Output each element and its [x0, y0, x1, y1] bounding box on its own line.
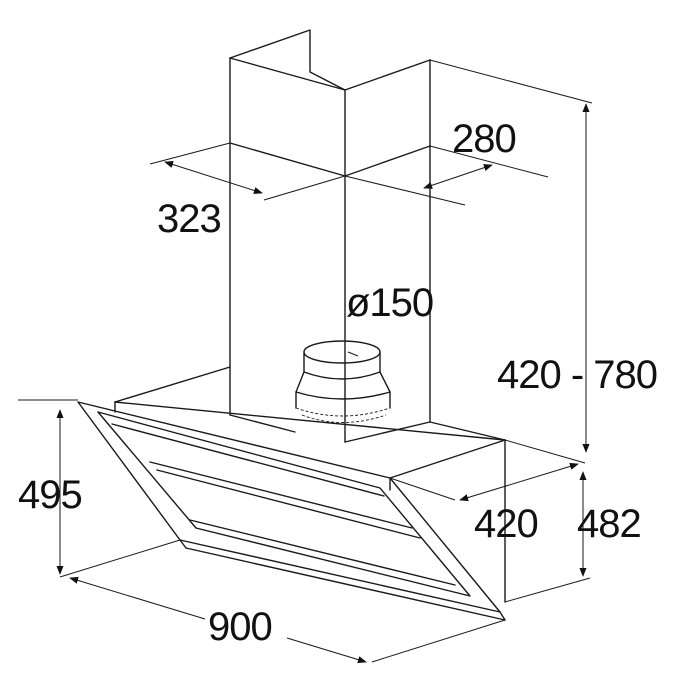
dimension-height-range: 420 - 780: [429, 59, 658, 453]
label-total-width: 900: [208, 605, 272, 649]
dimension-chimney-width: 280: [344, 117, 549, 206]
duct-top-rim: [303, 340, 381, 364]
dimension-glass-height: 495: [18, 399, 83, 575]
base-top-line: [114, 401, 506, 441]
dimension-base-depth: 420: [389, 439, 586, 546]
duct-base-rim: [295, 407, 391, 417]
glass-band-3: [156, 469, 421, 539]
duct-connector: [295, 340, 391, 423]
glass-band-1: [111, 423, 385, 497]
chimney-bottom-right: [344, 421, 431, 443]
duct-neck-bottom: [303, 371, 381, 380]
label-base-height: 482: [577, 502, 641, 546]
glass-bottom-corner: [179, 539, 187, 549]
ext-280-b: [429, 145, 549, 178]
duct-base-rim-2: [301, 414, 387, 423]
hood-body: [77, 366, 506, 621]
dim-line-900-right: [286, 637, 367, 664]
ext-420-b: [389, 477, 456, 501]
chimney-section-right: [344, 145, 431, 177]
label-duct-diameter: ø150: [346, 281, 433, 325]
ext-482-bottom: [504, 577, 591, 603]
dim-line-420: [459, 462, 579, 502]
dim-line-323: [164, 161, 263, 194]
glass-bottom-right: [499, 611, 506, 621]
label-base-depth: 420: [474, 502, 538, 546]
dimension-base-height: 482: [504, 471, 642, 603]
duct-flare-rim: [295, 391, 391, 400]
chimney-top-front-edge: [229, 57, 346, 91]
glass-band-4: [189, 519, 456, 586]
ext-900-left: [59, 539, 181, 578]
duct-tab: [347, 351, 359, 357]
ext-323-b: [263, 175, 346, 201]
ext-height-top: [429, 59, 593, 104]
dimension-chimney-depth: 323: [149, 142, 346, 241]
ext-420-a: [504, 439, 586, 464]
label-chimney-width: 280: [452, 117, 516, 161]
duct-flare-left: [295, 371, 305, 409]
base-top-back-right: [429, 421, 506, 441]
ext-280-a: [344, 175, 466, 206]
dim-line-900-left: [69, 576, 206, 620]
dimension-total-width: 900: [59, 539, 506, 664]
label-chimney-depth: 323: [157, 197, 221, 241]
duct-flare-right: [379, 371, 391, 409]
base-top-back-left: [114, 366, 231, 403]
chimney: [229, 29, 431, 443]
label-height-range: 420 - 780: [497, 353, 657, 397]
dim-line-280: [423, 164, 493, 189]
chimney-top-back-edge: [229, 29, 431, 91]
label-glass-height: 495: [18, 473, 82, 517]
base-right-top-edge: [389, 439, 506, 479]
chimney-bottom-left: [229, 414, 296, 433]
chimney-section-left: [229, 142, 346, 177]
ext-323-a: [149, 142, 231, 165]
ext-900-right: [371, 619, 506, 663]
glass-panel-inner: [97, 411, 471, 597]
glass-band-2: [149, 461, 413, 529]
glass-bottom-edge: [185, 547, 506, 621]
